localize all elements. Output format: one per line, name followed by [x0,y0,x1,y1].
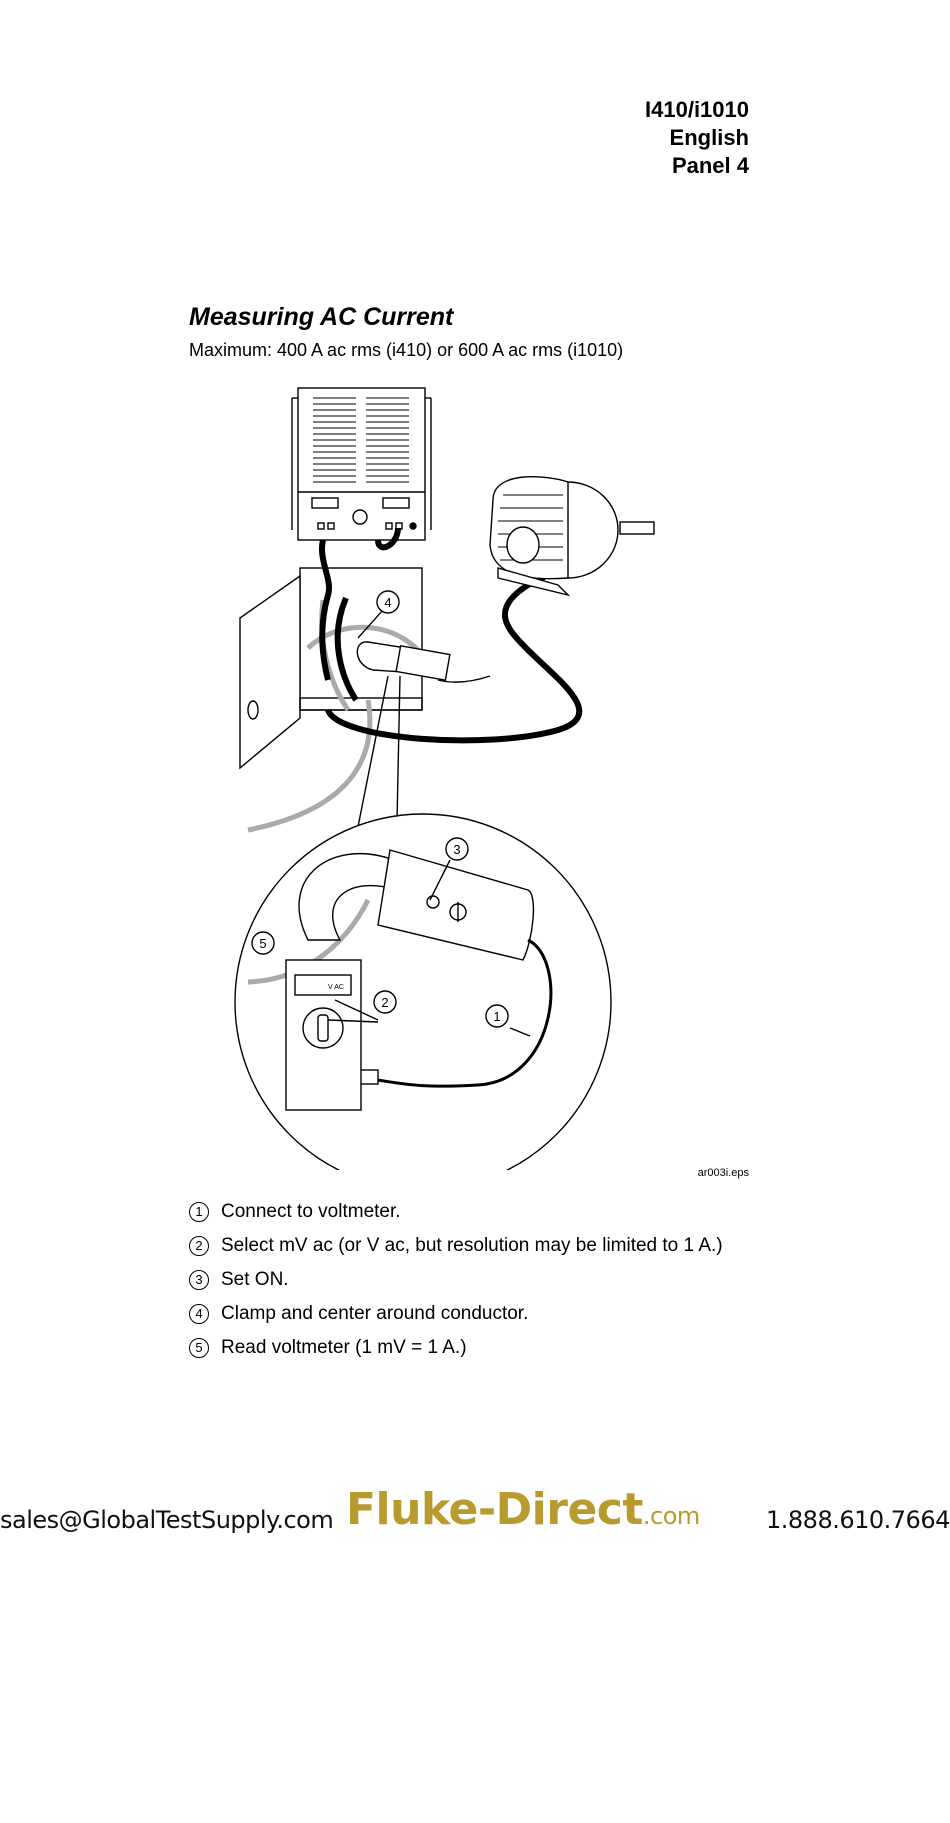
callout-5: 5 [251,931,275,955]
language-label: English [669,125,749,150]
footer-banner: sales@GlobalTestSupply.com Fluke-Direct.… [0,1480,950,1540]
section-title: Measuring AC Current [189,303,454,331]
svg-text:4: 4 [384,595,391,610]
step-text: Connect to voltmeter. [221,1201,401,1222]
step-number: 4 [189,1304,209,1324]
detail-circle: V AC [234,609,612,1170]
callout-3: 3 [445,837,469,861]
section-subtitle: Maximum: 400 A ac rms (i410) or 600 A ac… [189,340,624,360]
step-number: 3 [189,1270,209,1290]
step-item: 5 Read voltmeter (1 mV = 1 A.) [189,1337,749,1359]
step-item: 3 Set ON. [189,1269,749,1291]
clamp-illustration-small [356,641,491,683]
panel-label: Panel 4 [671,153,749,178]
step-text: Set ON. [221,1269,289,1290]
brand-logo[interactable]: Fluke-Direct.com [346,1484,700,1535]
svg-text:2: 2 [381,995,388,1010]
footer-email-link[interactable]: sales@GlobalTestSupply.com [0,1506,334,1534]
meter-display-text: V AC [328,984,344,991]
black-cables [318,527,583,744]
step-number: 5 [189,1338,209,1358]
step-number: 2 [189,1236,209,1256]
step-number: 1 [189,1202,209,1222]
step-text: Clamp and center around conductor. [221,1303,529,1324]
svg-text:5: 5 [259,936,266,951]
footer-phone-number[interactable]: 1.888.610.7664 [766,1506,950,1534]
step-text: Select mV ac (or V ac, but resolution ma… [221,1235,723,1256]
figure-file-label: ar003i.eps [697,1167,749,1179]
brand-suffix: .com [642,1502,700,1530]
svg-text:1: 1 [493,1009,500,1024]
motor-illustration [489,476,655,597]
document-header: I410/i1010 English Panel 4 [645,96,749,180]
callout-2: 2 [373,990,397,1014]
step-item: 1 Connect to voltmeter. [189,1201,749,1223]
power-supply-illustration [291,387,432,541]
measurement-diagram: V AC 4 3 5 2 1 [234,387,655,1170]
step-item: 4 Clamp and center around conductor. [189,1303,749,1325]
callout-4: 4 [376,590,400,614]
model-number: I410/i1010 [645,97,749,122]
step-text: Read voltmeter (1 mV = 1 A.) [221,1337,467,1358]
step-item: 2 Select mV ac (or V ac, but resolution … [189,1235,749,1257]
callout-1: 1 [485,1004,509,1028]
step-list: 1 Connect to voltmeter. 2 Select mV ac (… [189,1201,749,1371]
svg-text:3: 3 [453,842,460,857]
brand-name: Fluke-Direct [346,1484,643,1535]
